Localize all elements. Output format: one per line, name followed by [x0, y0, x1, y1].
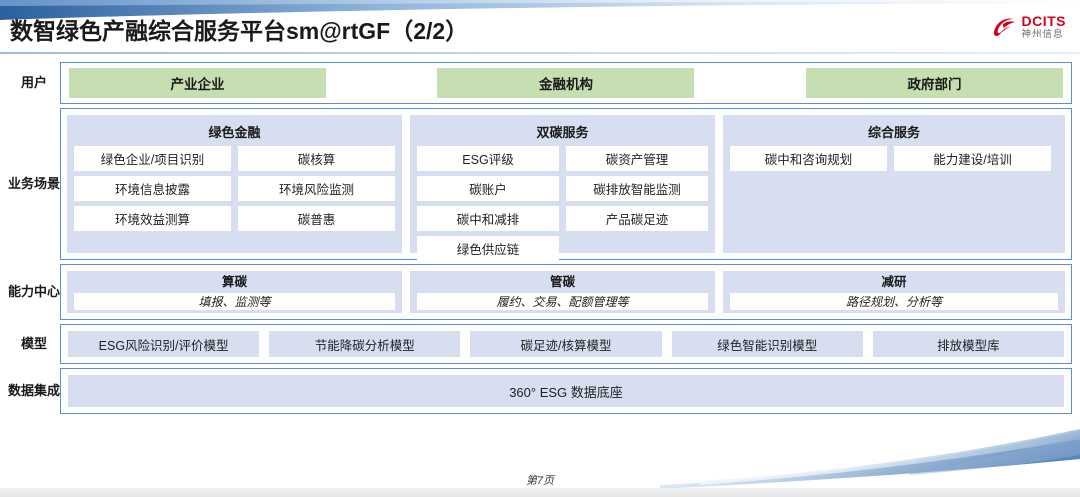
scenario-item[interactable]: 产品碳足迹 [566, 206, 708, 231]
panel-title-green-finance: 绿色金融 [208, 125, 261, 140]
row-users: 用户 产业企业 金融机构 政府部门 [8, 62, 1072, 104]
row-label-data: 数据集成 [8, 382, 61, 398]
row-body-scenarios: 绿色金融 绿色企业/项目识别 碳核算 环境信息披露 环境风险监测 环境效益测算 … [60, 108, 1072, 261]
capability-subtitle: 路径规划、分析等 [730, 292, 1058, 310]
capability-title: 管碳 [549, 275, 575, 289]
panel-comprehensive-service: 综合服务 碳中和咨询规划 能力建设/培训 [723, 115, 1065, 253]
row-capability-center: 能力中心 算碳 填报、监测等 管碳 履约、交易、配额管理等 减研 路径规划、分析… [8, 264, 1072, 320]
row-body-users: 产业企业 金融机构 政府部门 [60, 62, 1072, 104]
panel-items-green-finance: 绿色企业/项目识别 碳核算 环境信息披露 环境风险监测 环境效益测算 碳普惠 [74, 146, 395, 231]
scenario-item[interactable]: 绿色企业/项目识别 [74, 146, 231, 171]
capability-subtitle: 填报、监测等 [74, 292, 395, 310]
dcits-swirl-icon [991, 16, 1017, 38]
model-box[interactable]: 排放模型库 [872, 331, 1065, 357]
scenario-item[interactable]: ESG评级 [417, 146, 559, 171]
user-box-government[interactable]: 政府部门 [805, 68, 1063, 98]
capability-panel-guantan[interactable]: 管碳 履约、交易、配额管理等 [410, 271, 715, 313]
model-box[interactable]: 绿色智能识别模型 [671, 331, 863, 357]
model-box[interactable]: ESG风险识别/评价模型 [68, 331, 260, 357]
bottom-bar [0, 488, 1080, 497]
capability-panel-suantan[interactable]: 算碳 填报、监测等 [67, 271, 402, 313]
scenario-item[interactable]: 碳核算 [238, 146, 395, 171]
user-cell-1: 产业企业 [69, 68, 400, 98]
panel-dual-carbon-service: 双碳服务 ESG评级 碳资产管理 碳账户 碳排放智能监测 碳中和减排 产品碳足迹… [410, 115, 715, 261]
scenario-item[interactable]: 碳排放智能监测 [566, 176, 708, 201]
user-box-financial[interactable]: 金融机构 [437, 68, 695, 98]
capability-title: 算碳 [221, 275, 247, 289]
user-cell-3: 政府部门 [732, 68, 1063, 98]
panel-items-comprehensive: 碳中和咨询规划 能力建设/培训 [730, 146, 1058, 171]
scenario-item[interactable]: 能力建设/培训 [894, 146, 1051, 171]
data-foundation-box[interactable]: 360° ESG 数据底座 [68, 375, 1064, 407]
scenario-item[interactable]: 环境信息披露 [74, 176, 231, 201]
panel-items-dual-carbon: ESG评级 碳资产管理 碳账户 碳排放智能监测 碳中和减排 产品碳足迹 绿色供应… [417, 146, 708, 261]
scenario-item[interactable]: 环境风险监测 [238, 176, 395, 201]
model-box[interactable]: 碳足迹/核算模型 [470, 331, 662, 357]
row-business-scenarios: 业务场景 绿色金融 绿色企业/项目识别 碳核算 环境信息披露 环境风险监测 环境… [8, 108, 1072, 261]
row-label-scenarios: 业务场景 [8, 175, 61, 191]
capability-subtitle: 履约、交易、配额管理等 [417, 292, 708, 310]
page-footer: 第7页 [525, 475, 555, 487]
row-body-capability: 算碳 填报、监测等 管碳 履约、交易、配额管理等 减研 路径规划、分析等 [60, 264, 1072, 320]
row-label-capability: 能力中心 [8, 283, 61, 299]
user-cell-2: 金融机构 [400, 68, 731, 98]
row-body-data: 360° ESG 数据底座 [60, 368, 1072, 414]
architecture-grid: 用户 产业企业 金融机构 政府部门 业务场景 绿色金融 绿色 [8, 62, 1072, 418]
header-divider [0, 52, 1080, 54]
row-data-integration: 数据集成 360° ESG 数据底座 [8, 368, 1072, 414]
row-label-models: 模型 [20, 335, 47, 351]
row-body-models: ESG风险识别/评价模型 节能降碳分析模型 碳足迹/核算模型 绿色智能识别模型 … [60, 324, 1072, 364]
capability-panel-jianyan[interactable]: 减研 路径规划、分析等 [723, 271, 1065, 313]
scenario-item[interactable]: 碳账户 [417, 176, 559, 201]
model-box[interactable]: 节能降碳分析模型 [269, 331, 461, 357]
row-models: 模型 ESG风险识别/评价模型 节能降碳分析模型 碳足迹/核算模型 绿色智能识别… [8, 324, 1072, 364]
scenario-item[interactable]: 碳资产管理 [566, 146, 708, 171]
slide-header: 数智绿色产融综合服务平台sm@rtGF（2/2） DCITS 神州信息 [0, 8, 1080, 54]
panel-title-dual-carbon: 双碳服务 [536, 125, 589, 140]
logo-text-cn: 神州信息 [1021, 29, 1064, 40]
logo-text-en: DCITS [1021, 13, 1066, 29]
panel-title-comprehensive: 综合服务 [867, 125, 920, 140]
user-box-industry[interactable]: 产业企业 [69, 68, 326, 98]
scenario-item[interactable]: 碳中和减排 [417, 206, 559, 231]
scenario-item[interactable]: 碳普惠 [238, 206, 395, 231]
row-label-users: 用户 [20, 74, 47, 90]
brand-logo: DCITS 神州信息 [991, 14, 1067, 40]
capability-title: 减研 [881, 275, 907, 289]
scenario-item[interactable]: 环境效益测算 [74, 206, 231, 231]
panel-green-finance: 绿色金融 绿色企业/项目识别 碳核算 环境信息披露 环境风险监测 环境效益测算 … [67, 115, 402, 253]
page-title: 数智绿色产融综合服务平台sm@rtGF（2/2） [10, 18, 469, 44]
scenario-item[interactable]: 碳中和咨询规划 [730, 146, 887, 171]
scenario-item[interactable]: 绿色供应链 [417, 236, 559, 261]
